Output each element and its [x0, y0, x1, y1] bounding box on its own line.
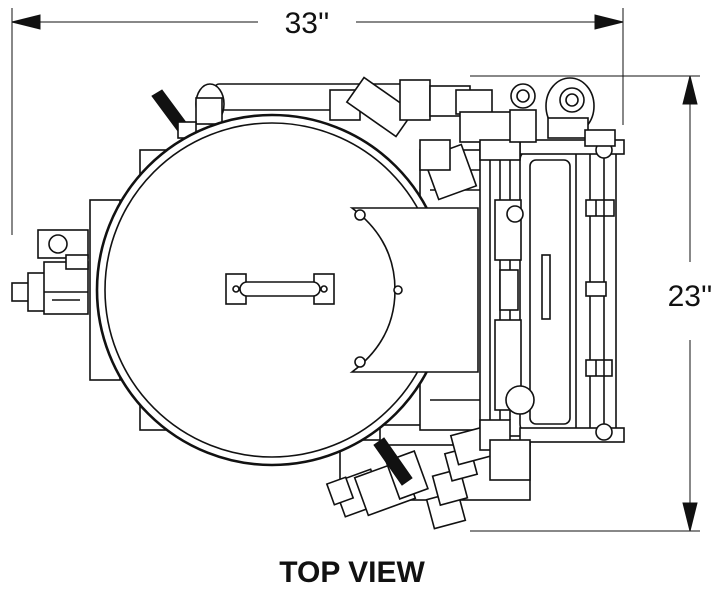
width-dimension: 33'': [11, 7, 624, 235]
arrowhead-bottom: [682, 502, 698, 532]
height-dimension-label: 23'': [668, 280, 713, 313]
left-outlet-assembly: [11, 229, 89, 315]
width-dimension-label: 33'': [285, 7, 330, 40]
lid-plate: [349, 207, 479, 373]
top-lever: [151, 89, 197, 143]
top-fittings: [345, 76, 616, 161]
bottom-couplings: [325, 419, 531, 530]
inner-mechanism: [419, 139, 535, 415]
lid-handle-icon: [225, 273, 335, 305]
arrowhead-right: [594, 14, 624, 30]
machine-outline: [11, 76, 625, 530]
arrowhead-left: [11, 14, 41, 30]
arrowhead-top: [682, 75, 698, 105]
height-dimension: 23'': [470, 75, 713, 532]
view-caption: TOP VIEW: [279, 556, 425, 589]
